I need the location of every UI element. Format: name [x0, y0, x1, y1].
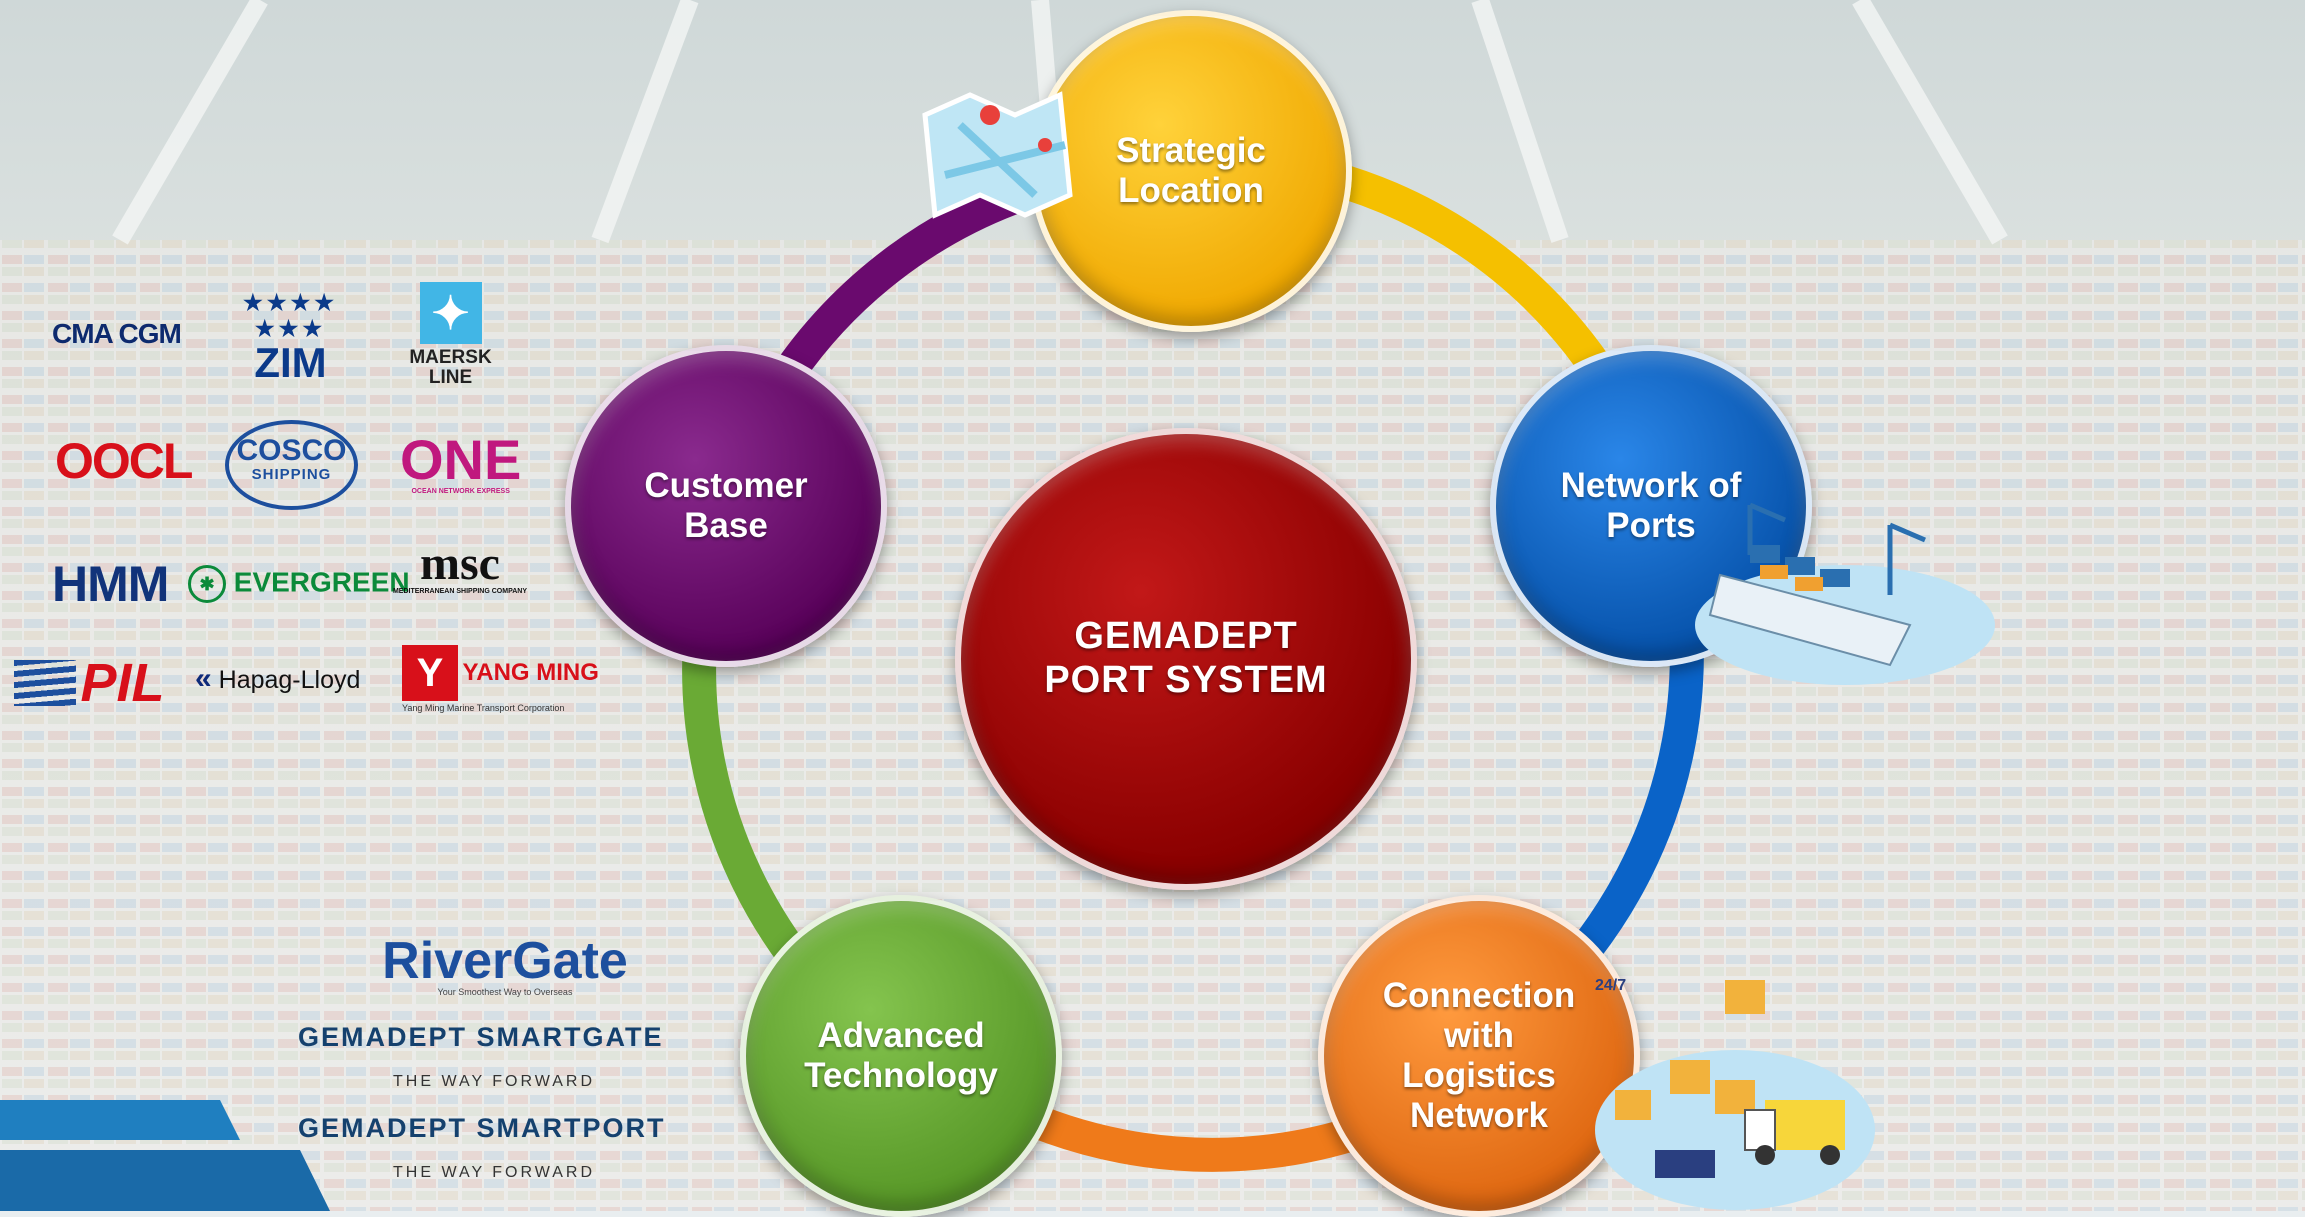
- rivergate-label: RiverGate: [382, 932, 628, 990]
- logo-hmm: HMM: [52, 556, 169, 612]
- cosco-sub: SHIPPING: [251, 466, 332, 483]
- msc-label: msc: [420, 537, 500, 590]
- logo-cma-cgm: CMA CGM: [52, 318, 182, 349]
- logo-one: ONE OCEAN NETWORK EXPRESS: [400, 428, 522, 496]
- logo-pil: PIL: [14, 652, 164, 714]
- evergreen-emblem-icon: ✱: [188, 565, 226, 603]
- logo-oocl: OOCL: [55, 433, 193, 489]
- logo-evergreen: ✱ EVERGREEN: [188, 565, 410, 603]
- logo-cosco: COSCO SHIPPING: [225, 420, 358, 510]
- one-label: ONE: [400, 428, 522, 491]
- maersk-label: MAERSK LINE: [409, 347, 492, 388]
- node-logistics: Connection with Logistics Network: [1318, 895, 1640, 1217]
- center-label: GEMADEPT PORT SYSTEM: [1044, 615, 1328, 701]
- svg-text:24/7: 24/7: [1595, 977, 1626, 994]
- hapag-chevron-icon: «: [195, 662, 212, 695]
- yangming-label: YANG MING: [462, 659, 599, 686]
- cosco-label: COSCO: [236, 434, 347, 467]
- yangming-emblem-icon: Y: [402, 645, 458, 701]
- logo-rivergate: RiverGate Your Smoothest Way to Overseas: [370, 935, 640, 997]
- logo-yang-ming: Y YANG MING Yang Ming Marine Transport C…: [402, 645, 599, 713]
- node-label: Advanced Technology: [804, 1015, 998, 1095]
- center-node: GEMADEPT PORT SYSTEM: [955, 428, 1417, 890]
- yangming-sub: Yang Ming Marine Transport Corporation: [402, 703, 565, 713]
- node-strategic-location: Strategic Location: [1030, 10, 1352, 332]
- logo-zim: ★★★★★★★ ZIM: [243, 290, 338, 384]
- smartgate-tag: THE WAY FORWARD: [393, 1073, 596, 1090]
- pil-waves-icon: [14, 660, 76, 706]
- one-sub: OCEAN NETWORK EXPRESS: [411, 488, 510, 495]
- map-pin-icon: [922, 91, 1073, 219]
- rivergate-tag: Your Smoothest Way to Overseas: [437, 987, 573, 997]
- zim-stars: ★★★★★★★: [243, 290, 338, 341]
- pil-label: PIL: [80, 653, 165, 713]
- smartport-label: GEMADEPT SMARTPORT: [298, 1113, 666, 1143]
- logo-msc: msc MEDITERRANEAN SHIPPING COMPANY: [385, 537, 535, 596]
- hapag-label: Hapag-Lloyd: [218, 666, 361, 694]
- node-customer-base: Customer Base: [565, 345, 887, 667]
- logo-maersk: ✦ MAERSK LINE: [398, 282, 503, 388]
- node-label: Network of Ports: [1560, 465, 1742, 545]
- node-label: Strategic Location: [1116, 130, 1266, 210]
- evergreen-label: EVERGREEN: [233, 566, 410, 598]
- container-ship-icon: [1695, 502, 1995, 685]
- logistics-icon: 24/7: [1595, 977, 1875, 1210]
- node-advanced-technology: Advanced Technology: [740, 895, 1062, 1217]
- node-label: Customer Base: [644, 465, 808, 545]
- logo-hapag-lloyd: « Hapag-Lloyd: [195, 662, 360, 696]
- node-label: Connection with Logistics Network: [1382, 975, 1576, 1136]
- smartport-tag: THE WAY FORWARD: [393, 1164, 596, 1181]
- zim-label: ZIM: [254, 339, 327, 386]
- smartgate-label: GEMADEPT SMARTGATE: [298, 1022, 664, 1052]
- msc-sub: MEDITERRANEAN SHIPPING COMPANY: [392, 588, 528, 595]
- maersk-star-icon: ✦: [419, 282, 482, 344]
